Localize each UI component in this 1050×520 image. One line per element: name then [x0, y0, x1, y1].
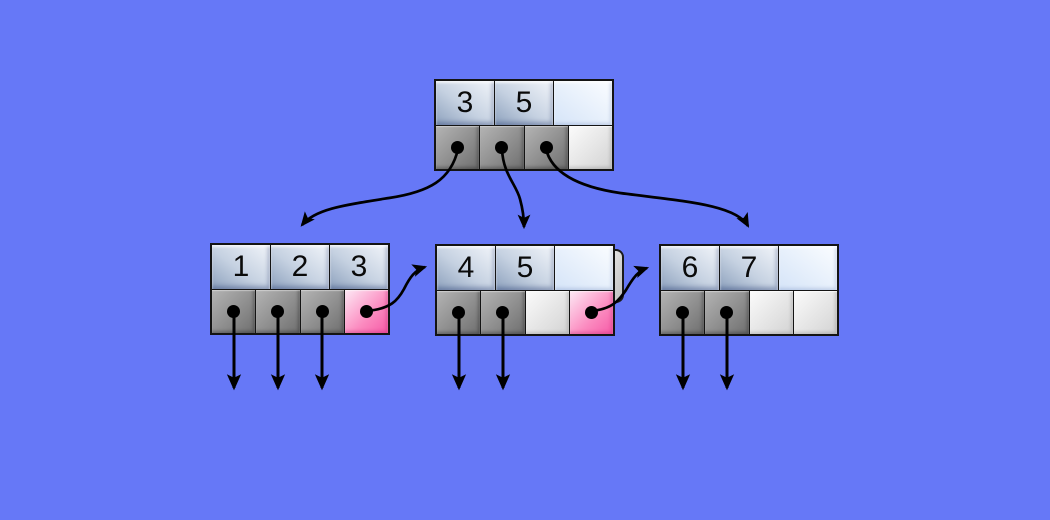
key-cell: 7 — [720, 246, 778, 290]
pointer-dot — [495, 141, 509, 154]
record-pointer-cell — [437, 291, 481, 334]
record-pointer-cell — [661, 291, 705, 334]
leaf3-pointer-row — [661, 291, 837, 334]
leaf1-pointer-row — [212, 290, 388, 333]
empty-pointer-cell — [568, 126, 612, 169]
key-cell: 3 — [330, 245, 388, 289]
key-cell: 4 — [437, 246, 495, 290]
pointer-dot — [584, 306, 598, 319]
child-pointer-cell — [480, 126, 524, 169]
leaf2-pointer-row — [437, 291, 613, 334]
pointer-dot — [496, 306, 510, 319]
record-pointer-cell — [212, 290, 256, 333]
pointer-dot — [720, 306, 734, 319]
record-pointer-cell — [300, 290, 344, 333]
btree-leaf-node-1: 1 2 3 — [210, 243, 390, 335]
empty-key-cell — [554, 81, 612, 125]
key-cell: 3 — [436, 81, 494, 125]
key-cell: 5 — [495, 81, 553, 125]
pointer-dot — [271, 305, 285, 318]
leaf3-key-row: 6 7 — [661, 246, 837, 290]
pointer-dot — [676, 306, 690, 319]
empty-pointer-cell — [749, 291, 793, 334]
record-pointer-cell — [705, 291, 749, 334]
next-leaf-pointer-cell — [344, 290, 388, 333]
record-pointer-cell — [256, 290, 300, 333]
btree-leaf-node-3: 6 7 — [659, 244, 839, 336]
key-cell: 1 — [212, 245, 270, 289]
empty-key-cell — [779, 246, 837, 290]
leaf1-key-row: 1 2 3 — [212, 245, 388, 289]
root-pointer-row — [436, 126, 612, 169]
empty-pointer-cell — [793, 291, 837, 334]
btree-root-node: 3 5 — [434, 79, 614, 171]
key-cell: 5 — [496, 246, 554, 290]
pointer-dot — [451, 141, 465, 154]
child-pointer-cell — [436, 126, 480, 169]
leaf2-key-row: 4 5 — [437, 246, 613, 290]
root-key-row: 3 5 — [436, 81, 612, 125]
pointer-dot — [452, 306, 466, 319]
empty-pointer-cell — [525, 291, 569, 334]
empty-key-cell — [555, 246, 613, 290]
pointer-dot — [315, 305, 329, 318]
pointer-dot — [539, 141, 553, 154]
key-cell: 6 — [661, 246, 719, 290]
pointer-dot — [227, 305, 241, 318]
record-pointer-cell — [481, 291, 525, 334]
pointer-dot — [359, 305, 373, 318]
child-pointer-cell — [524, 126, 568, 169]
next-leaf-pointer-cell — [569, 291, 613, 334]
btree-leaf-node-2: 4 5 — [435, 244, 615, 336]
key-cell: 2 — [271, 245, 329, 289]
